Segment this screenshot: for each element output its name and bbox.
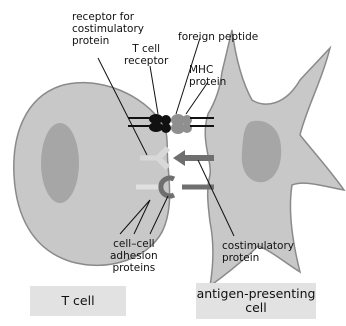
label-receptor-costimulatory: receptor for costimulatory protein bbox=[72, 11, 144, 47]
label-foreign-peptide: foreign peptide bbox=[178, 31, 258, 43]
caption-t-cell-text: T cell bbox=[61, 294, 94, 308]
caption-antigen-presenting-cell: antigen-presenting cell bbox=[196, 283, 316, 319]
caption-t-cell: T cell bbox=[30, 286, 126, 316]
label-t-cell-receptor: T cell receptor bbox=[124, 43, 168, 67]
caption-apc-text: antigen-presenting cell bbox=[197, 287, 316, 315]
label-costimulatory-protein: costimulatory protein bbox=[222, 240, 294, 264]
t-cell-nucleus bbox=[41, 123, 79, 203]
label-cell-adhesion-proteins: cell–cell adhesion proteins bbox=[110, 238, 158, 274]
label-mhc-protein: MHC protein bbox=[189, 64, 226, 88]
apc-nucleus bbox=[242, 121, 281, 182]
